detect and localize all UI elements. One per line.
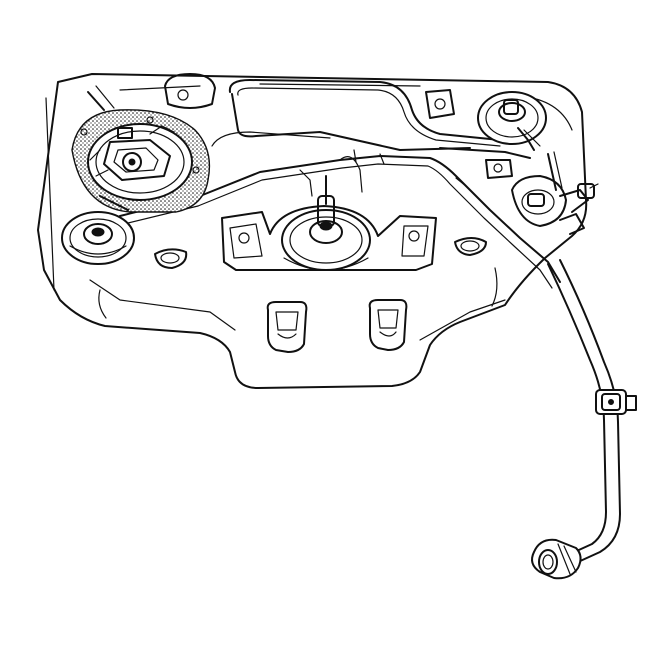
strap-mount-left [266, 301, 308, 353]
fuel-sender-center [221, 195, 437, 271]
strap-mount-right [368, 299, 408, 351]
hose-connector [531, 538, 582, 580]
fuel-sender-right [477, 91, 547, 151]
tank-top-features [154, 73, 573, 269]
fuel-pump-module [71, 85, 211, 213]
fuel-sender-left [61, 211, 135, 265]
vent-valve-assembly [511, 151, 599, 235]
hose-clip [595, 389, 637, 415]
